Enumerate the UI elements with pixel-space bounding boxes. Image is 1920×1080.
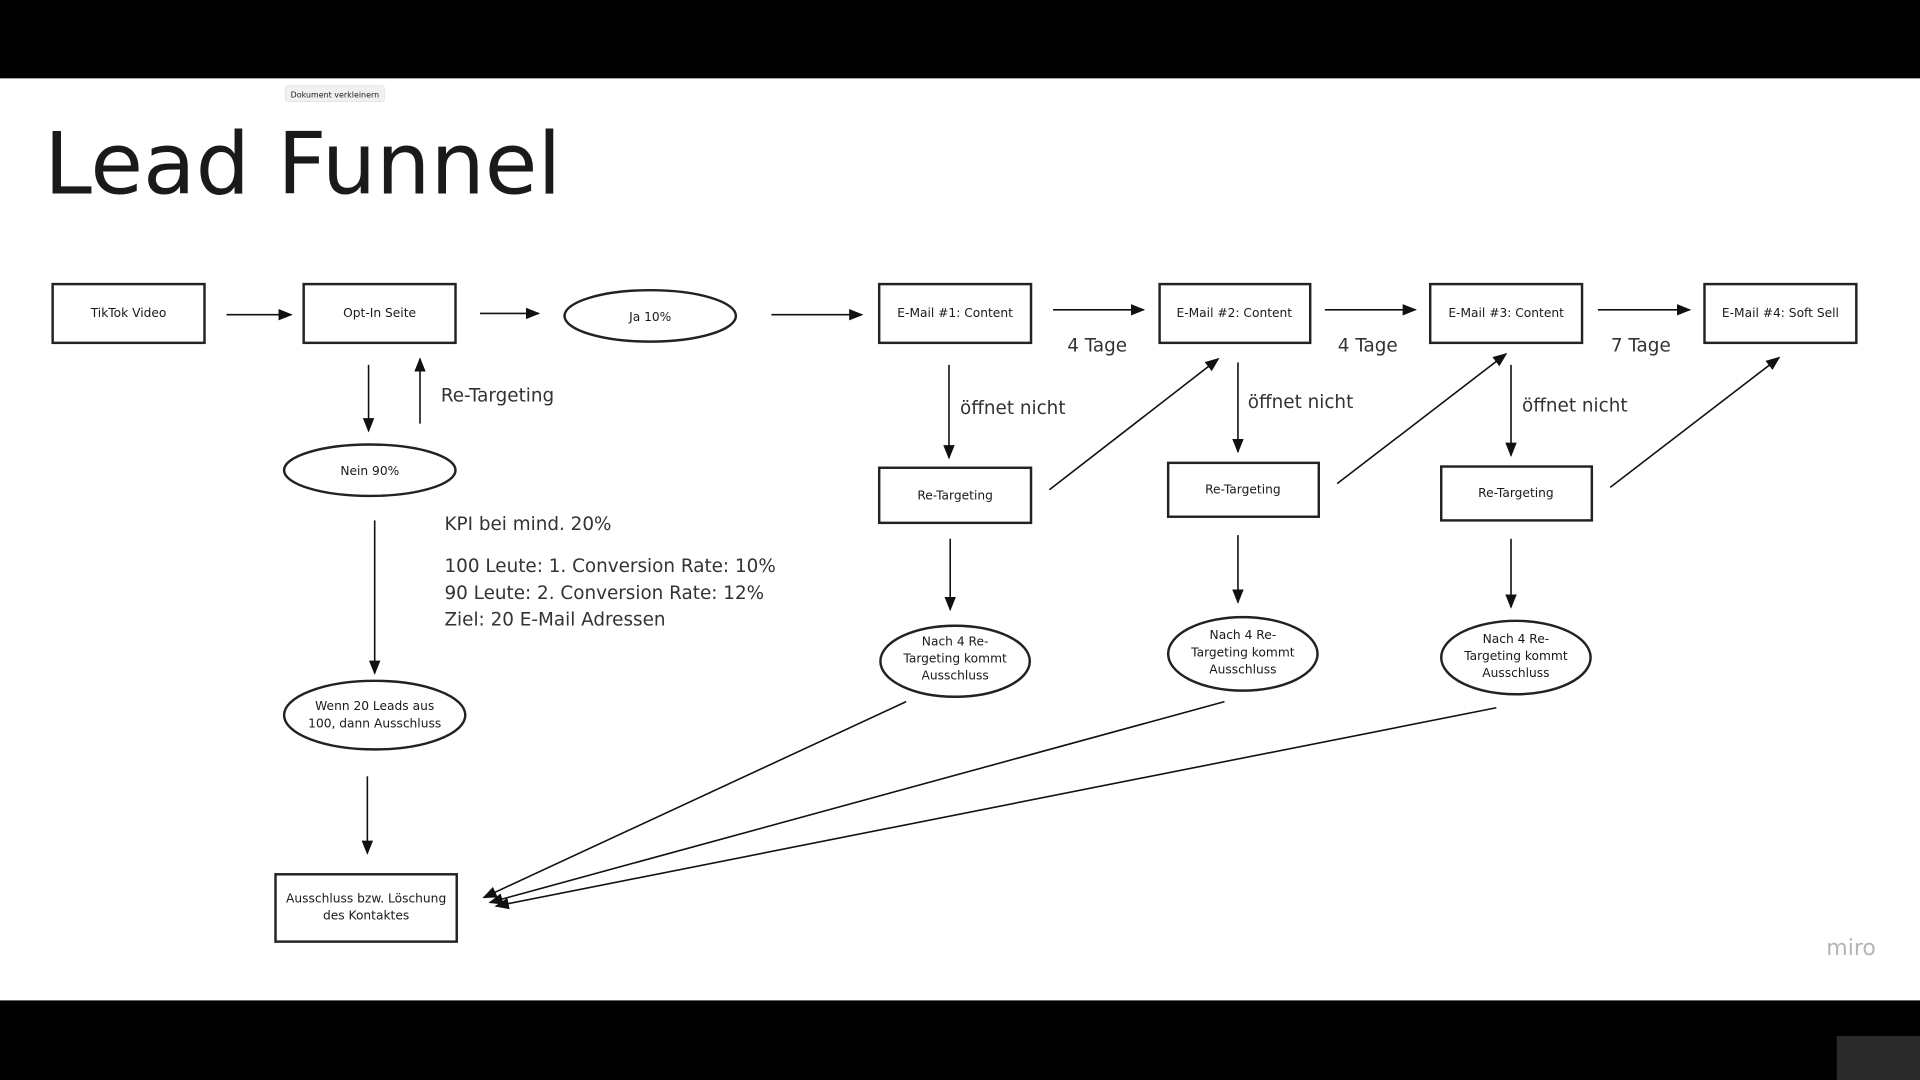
- node-retargeting-3[interactable]: Re-Targeting: [1440, 465, 1594, 522]
- arrow[interactable]: [1609, 356, 1781, 488]
- arrow[interactable]: [482, 700, 907, 899]
- node-label: Ausschluss: [1482, 666, 1549, 680]
- node-ausschluss[interactable]: Ausschluss bzw. Löschung des Kontaktes: [274, 873, 458, 943]
- node-label: Re-Targeting: [917, 489, 993, 503]
- node-retargeting-1[interactable]: Re-Targeting: [877, 466, 1033, 525]
- node-label: Wenn 20 Leads aus: [315, 699, 434, 713]
- node-label: Nach 4 Re-: [922, 634, 989, 648]
- node-nach-4-retargeting-1[interactable]: Nach 4 Re- Targeting kommt Ausschluss: [879, 624, 1032, 698]
- node-label: 100, dann Ausschluss: [308, 716, 441, 730]
- delay-label: 4 Tage: [1067, 335, 1127, 356]
- node-label: des Kontaktes: [323, 909, 409, 923]
- video-thumbnail: [1836, 1035, 1920, 1080]
- node-label: Targeting kommt: [902, 651, 1007, 665]
- note-line: Ziel: 20 E-Mail Adressen: [444, 610, 665, 631]
- page-title: Lead Funnel: [44, 114, 561, 214]
- kpi-text: KPI bei mind. 20%: [444, 514, 611, 535]
- node-label: E-Mail #2: Content: [1176, 306, 1292, 320]
- node-email-2[interactable]: E-Mail #2: Content: [1158, 282, 1312, 345]
- node-ja[interactable]: Ja 10%: [563, 288, 738, 343]
- node-label: E-Mail #4: Soft Sell: [1722, 306, 1839, 320]
- node-label: TikTok Video: [90, 306, 167, 320]
- node-label: Ausschluss: [921, 669, 988, 683]
- oeffnet-nicht-label: öffnet nicht: [1248, 392, 1354, 413]
- note-line: 100 Leute: 1. Conversion Rate: 10%: [444, 556, 775, 577]
- node-tiktok-video[interactable]: TikTok Video: [51, 282, 206, 345]
- node-email-1[interactable]: E-Mail #1: Content: [877, 282, 1033, 345]
- arrow[interactable]: [1336, 353, 1508, 485]
- node-label: Nach 4 Re-: [1210, 628, 1277, 642]
- oeffnet-nicht-label: öffnet nicht: [1522, 395, 1628, 416]
- node-label: Re-Targeting: [1205, 482, 1281, 496]
- node-wenn-20-leads[interactable]: Wenn 20 Leads aus 100, dann Ausschluss: [282, 679, 467, 751]
- node-label: Targeting kommt: [1190, 645, 1295, 659]
- delay-label: 7 Tage: [1611, 335, 1671, 356]
- node-email-4[interactable]: E-Mail #4: Soft Sell: [1703, 282, 1858, 345]
- node-nach-4-retargeting-2[interactable]: Nach 4 Re- Targeting kommt Ausschluss: [1166, 615, 1319, 692]
- connectors: [226, 304, 1781, 910]
- tooltip: Dokument verkleinern: [285, 85, 385, 102]
- tooltip-text: Dokument verkleinern: [291, 90, 379, 99]
- node-email-3[interactable]: E-Mail #3: Content: [1428, 282, 1584, 345]
- node-label: E-Mail #1: Content: [897, 306, 1013, 320]
- delay-label: 4 Tage: [1338, 335, 1398, 356]
- arrow[interactable]: [1048, 357, 1220, 491]
- arrow[interactable]: [488, 700, 1225, 905]
- arrow[interactable]: [494, 706, 1497, 910]
- node-label: Ausschluss: [1209, 662, 1276, 676]
- node-opt-in-seite[interactable]: Opt-In Seite: [302, 282, 457, 345]
- retargeting-label: Re-Targeting: [441, 386, 554, 407]
- node-label: Ausschluss bzw. Löschung: [286, 891, 446, 905]
- node-nein[interactable]: Nein 90%: [282, 443, 457, 498]
- node-label: E-Mail #3: Content: [1448, 306, 1564, 320]
- board-canvas: [0, 78, 1920, 1001]
- node-label: Targeting kommt: [1463, 649, 1568, 663]
- node-label: Nein 90%: [340, 464, 399, 478]
- node-label: Re-Targeting: [1478, 486, 1554, 500]
- node-label: Nach 4 Re-: [1483, 632, 1550, 646]
- node-label: Opt-In Seite: [343, 306, 416, 320]
- miro-watermark: miro: [1826, 936, 1876, 961]
- node-retargeting-2[interactable]: Re-Targeting: [1166, 461, 1321, 518]
- node-label: Ja 10%: [628, 310, 671, 324]
- oeffnet-nicht-label: öffnet nicht: [960, 398, 1066, 419]
- node-nach-4-retargeting-3[interactable]: Nach 4 Re- Targeting kommt Ausschluss: [1440, 619, 1592, 696]
- note-line: 90 Leute: 2. Conversion Rate: 12%: [444, 583, 764, 604]
